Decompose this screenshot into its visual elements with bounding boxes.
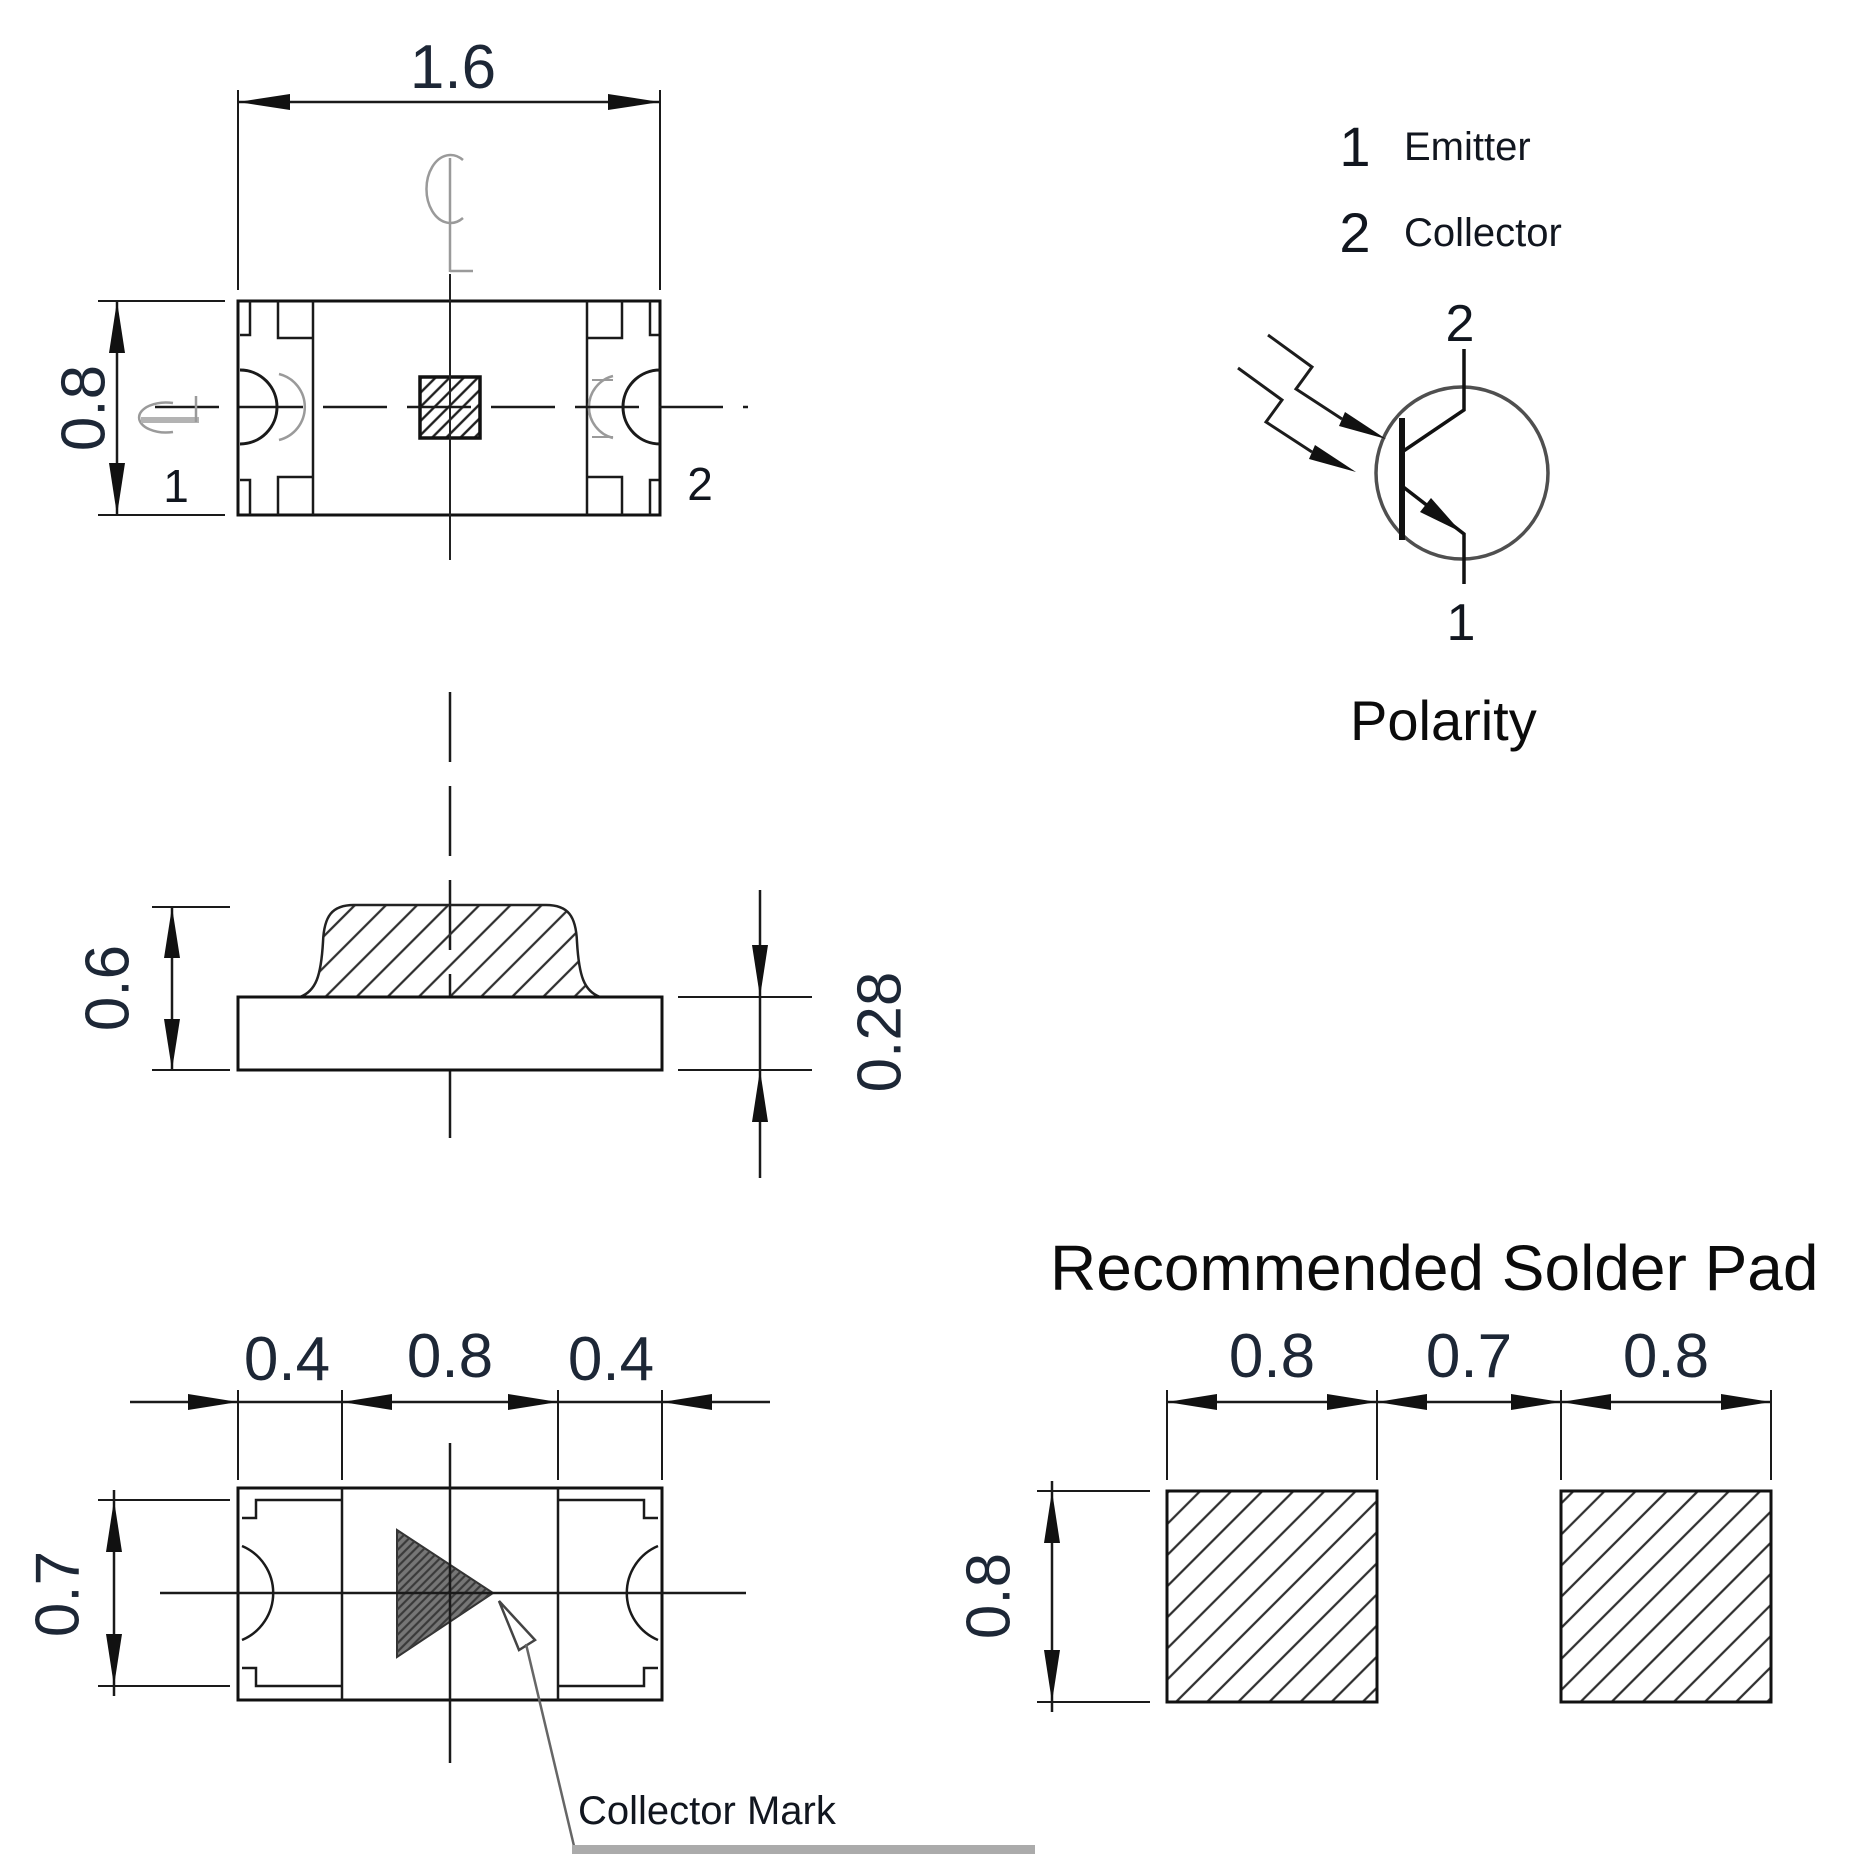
dim-arrow-down-outside [752, 945, 768, 997]
dim-arrow-up [106, 1500, 122, 1552]
bottom-view-left-pad-dim: 0.4 [244, 1325, 330, 1394]
dim-arrow-up [109, 301, 125, 353]
dim-arrow [508, 1394, 558, 1410]
side-view-base-height-label: 0.28 [845, 972, 914, 1093]
dim-arrow-up-outside [752, 1070, 768, 1122]
top-view-height-dim-label: 0.8 [49, 365, 118, 451]
side-view-total-height-label: 0.6 [73, 945, 142, 1031]
dim-arrow-up [164, 907, 180, 958]
dim-arrow [1167, 1394, 1217, 1410]
lens-dome [299, 903, 601, 999]
legend-pin2-number: 2 [1339, 201, 1370, 264]
light-arrows [1237, 333, 1343, 454]
solder-pad-height-dim: 0.8 [954, 1553, 1023, 1639]
dim-arrow [1511, 1394, 1561, 1410]
solder-pad1-width-dim: 0.8 [1229, 1322, 1315, 1391]
pin2-label: 2 [687, 458, 713, 510]
centerline-symbol-left [137, 396, 199, 434]
symbol-pin-top-label: 2 [1446, 295, 1475, 353]
dim-arrow-down [164, 1019, 180, 1070]
dim-arrow-down [109, 463, 125, 515]
light-arrowhead-lower [1309, 445, 1356, 472]
dim-arrow [342, 1394, 392, 1410]
emitter-arrowhead [1420, 498, 1461, 532]
bottom-view-right-pad-dim: 0.4 [568, 1325, 654, 1394]
polarity-title: Polarity [1350, 689, 1537, 752]
dim-arrow [1377, 1394, 1427, 1410]
dim-arrow [188, 1394, 238, 1410]
dim-arrow-down [1044, 1650, 1060, 1702]
dim-arrow-right [608, 94, 660, 110]
label-underline [572, 1845, 1035, 1854]
legend-pin1-number: 1 [1339, 115, 1370, 178]
terminal-details [239, 301, 661, 515]
transistor-circle [1374, 385, 1550, 561]
legend-pin1-name: Emitter [1404, 125, 1531, 169]
dim-arrow [1327, 1394, 1377, 1410]
dim-arrow-down [106, 1634, 122, 1686]
top-view-width-dim-label: 1.6 [410, 33, 496, 102]
collector-mark-label: Collector Mark [578, 1789, 837, 1833]
centerline-symbol-top [425, 153, 473, 273]
light-arrow-upper [1267, 333, 1343, 421]
polarity-diagram: 1 Emitter 2 Collector 2 1 Polarity [1237, 115, 1562, 752]
leader-line [524, 1643, 576, 1847]
symbol-pin-bottom-label: 1 [1447, 594, 1476, 652]
light-arrowhead-upper [1339, 412, 1386, 439]
dim-arrow-left [238, 94, 290, 110]
side-view: 0.6 0.28 [73, 692, 914, 1178]
dim-arrow [662, 1394, 712, 1410]
solder-pad-right [1559, 1489, 1773, 1704]
light-arrow-lower [1237, 366, 1313, 454]
bottom-view: 0.4 0.8 0.4 0.7 Collector Mark [23, 1322, 1035, 1854]
legend-pin2-name: Collector [1404, 211, 1562, 255]
transistor-symbol [1399, 349, 1466, 584]
bottom-view-center-dim: 0.8 [407, 1322, 493, 1391]
solder-pad-view: Recommended Solder Pad 0.8 0.7 0.8 0.8 [954, 1232, 1818, 1712]
pin1-label: 1 [163, 460, 189, 512]
top-view: 1.6 [49, 33, 748, 560]
dim-arrow-up [1044, 1491, 1060, 1543]
solder-gap-dim: 0.7 [1426, 1322, 1512, 1391]
dim-arrow [1721, 1394, 1771, 1410]
bottom-view-height-dim: 0.7 [23, 1551, 92, 1637]
solder-pad-title: Recommended Solder Pad [1050, 1232, 1818, 1304]
solder-pad2-width-dim: 0.8 [1623, 1322, 1709, 1391]
solder-pad-left [1165, 1489, 1379, 1704]
package-base [236, 995, 664, 1072]
dim-arrow [1561, 1394, 1611, 1410]
